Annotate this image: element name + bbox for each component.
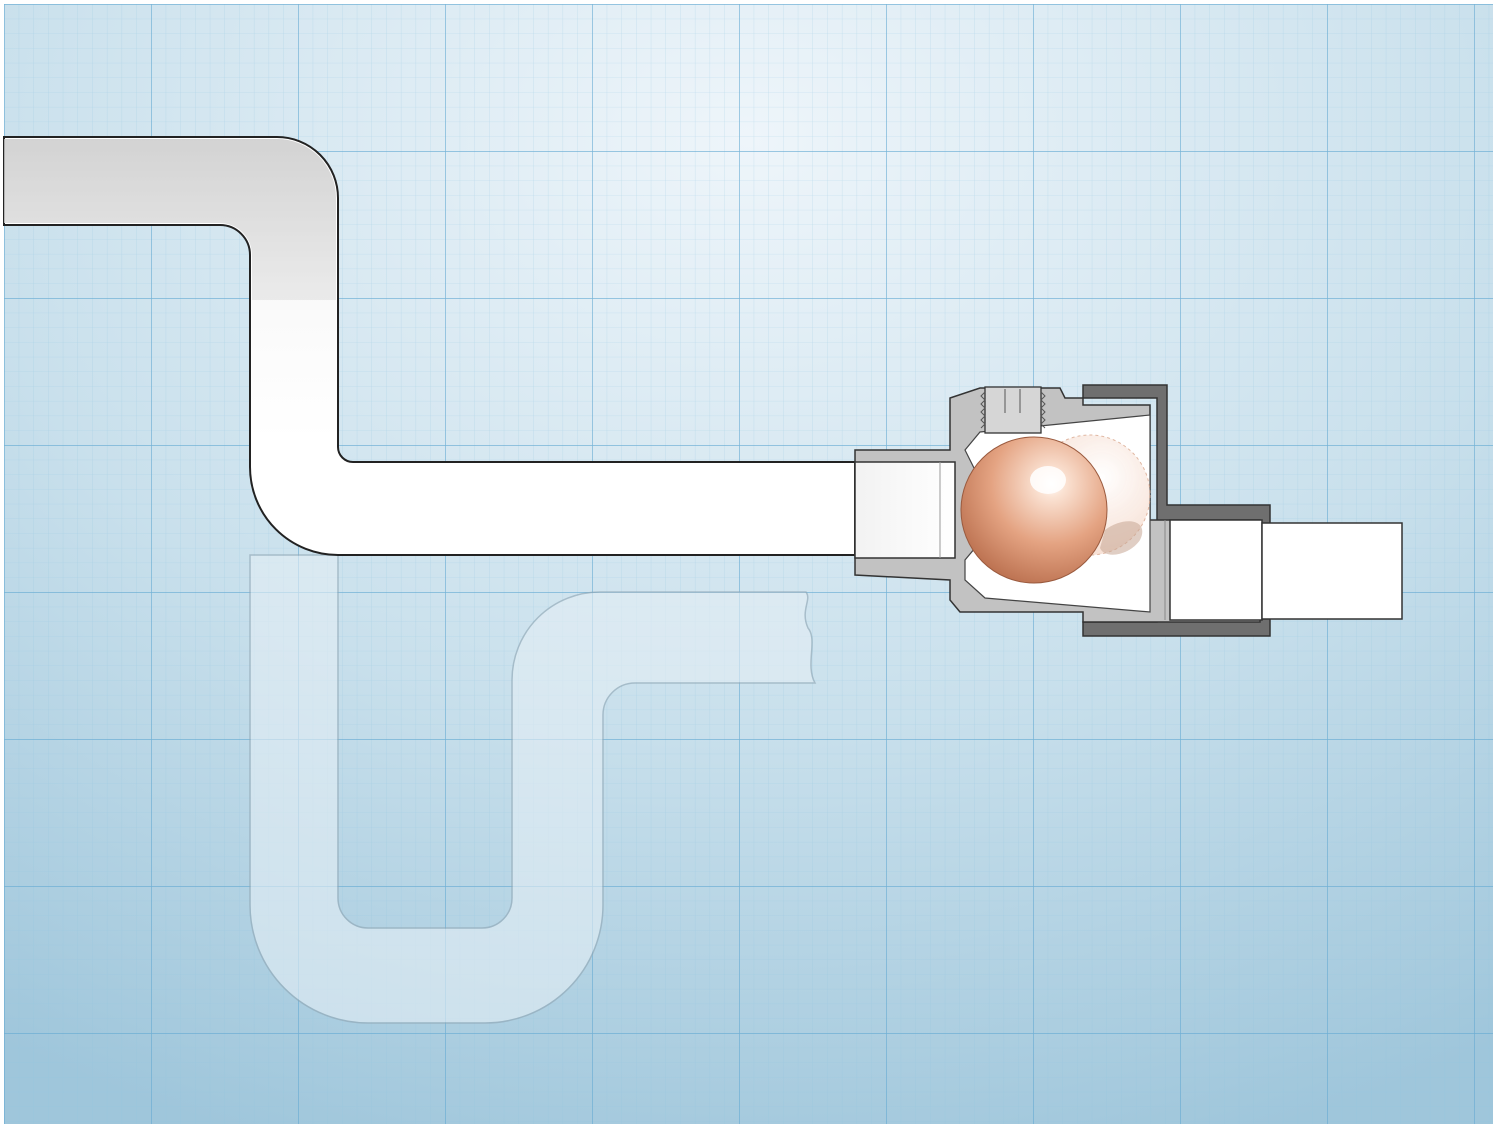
outlet-sleeve xyxy=(1169,519,1263,621)
ball-float-icon xyxy=(960,436,1108,584)
drain-pipe-icon xyxy=(3,136,856,556)
inlet-sleeve xyxy=(854,461,956,559)
ghost-p-trap-pipe xyxy=(249,554,817,1024)
threaded-plug-icon xyxy=(980,386,1046,434)
outlet-pipe xyxy=(1261,522,1403,620)
